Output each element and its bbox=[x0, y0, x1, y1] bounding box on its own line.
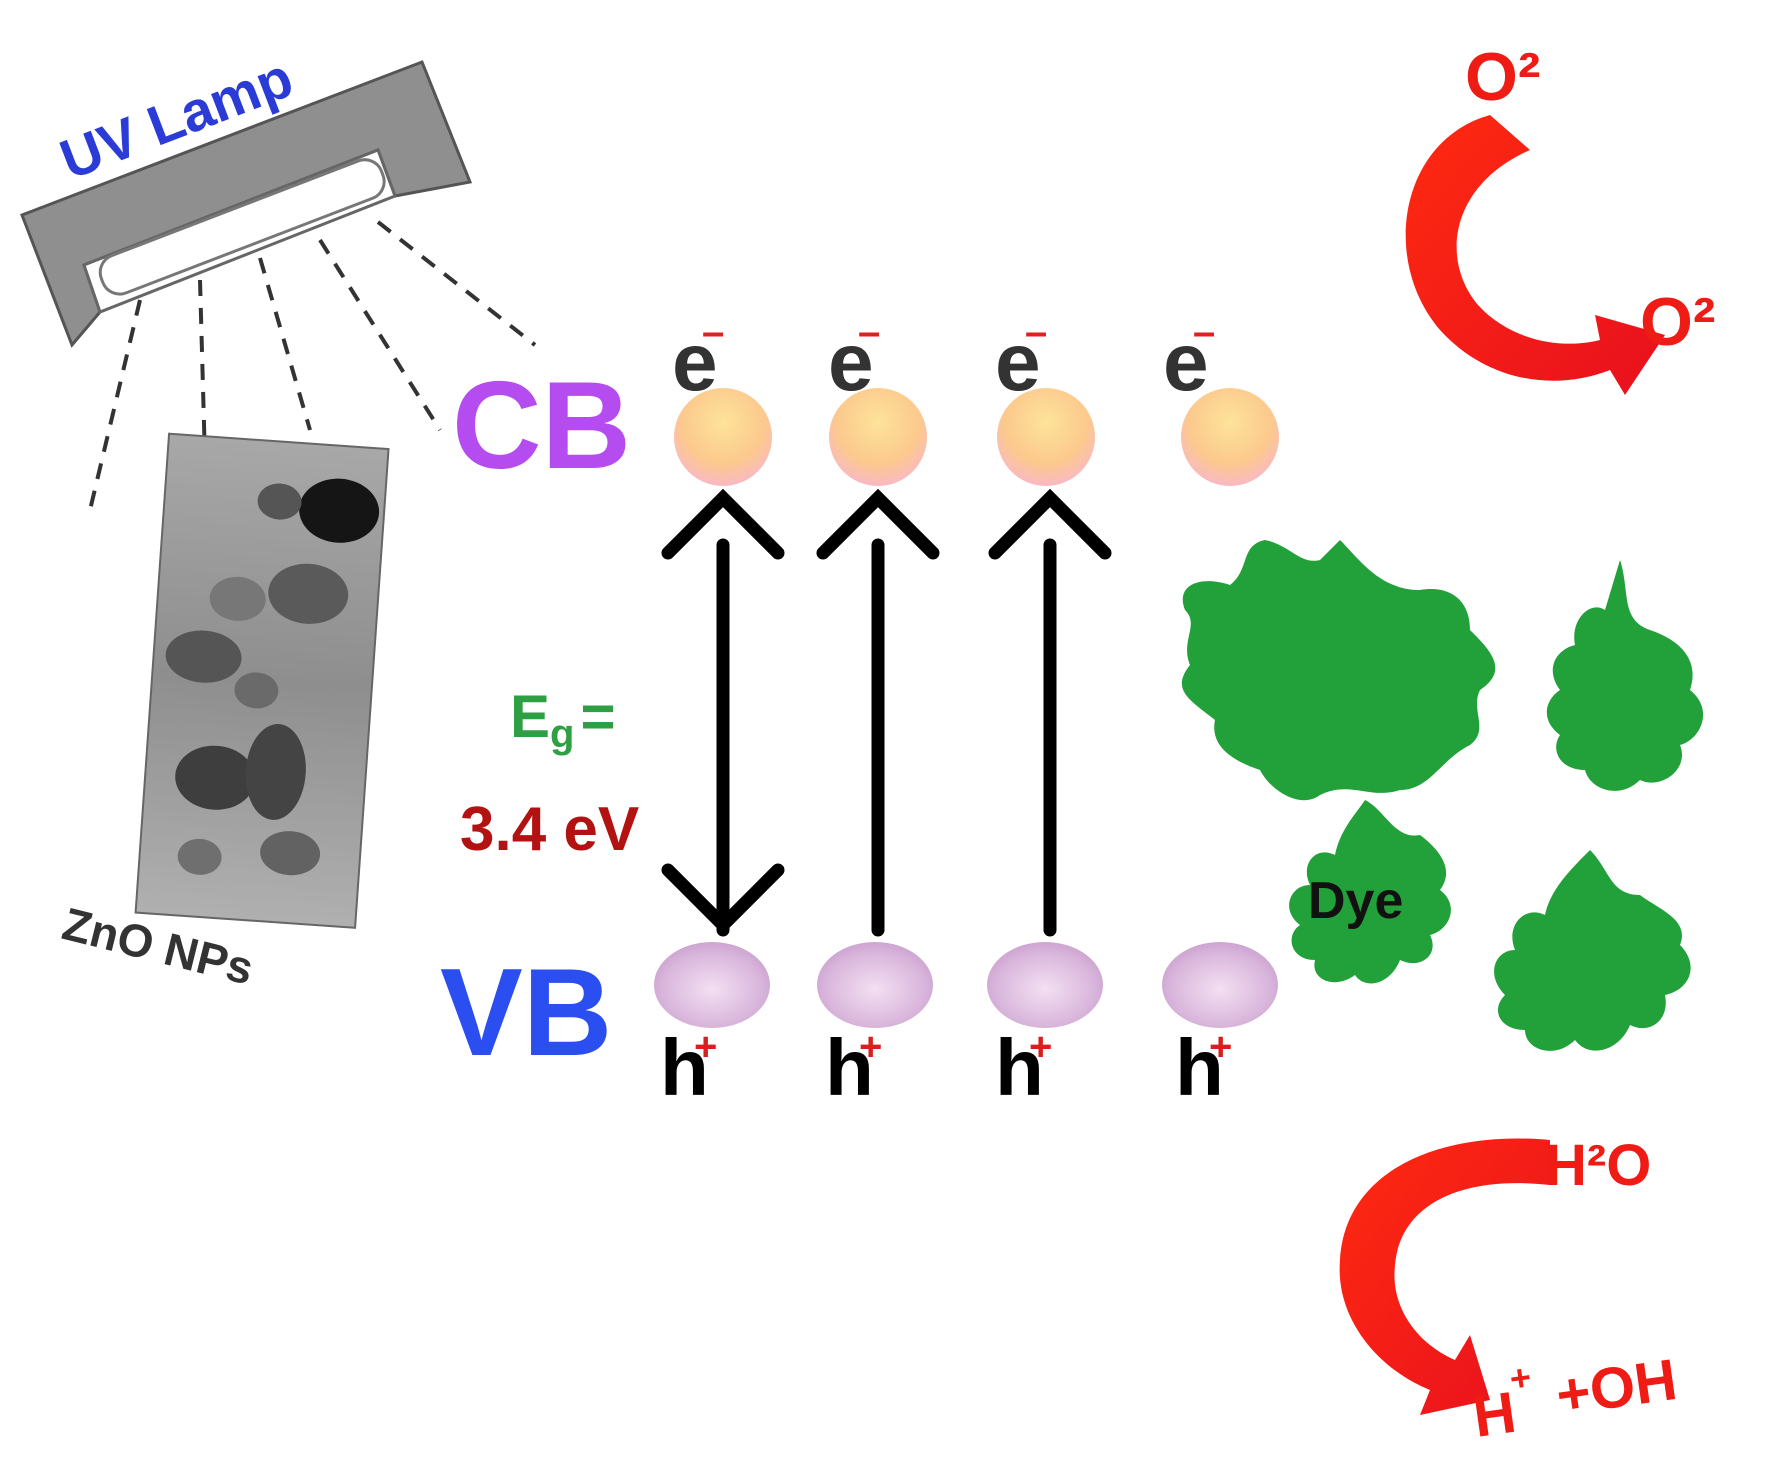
dye-blob-2 bbox=[1546, 560, 1704, 791]
bandgap-symbol: Eg= bbox=[510, 683, 616, 756]
electron-symbol: e bbox=[672, 317, 718, 408]
electron-2: e – bbox=[828, 310, 927, 486]
products-plus: + bbox=[1507, 1356, 1534, 1400]
lamp-tube bbox=[98, 158, 386, 296]
oxygen-reduction: O² O² bbox=[1405, 39, 1716, 395]
vb-label: VB bbox=[440, 944, 612, 1082]
dye-blob-4 bbox=[1494, 850, 1691, 1051]
electron-charge: – bbox=[1025, 310, 1047, 354]
hole-charge: + bbox=[1209, 1025, 1232, 1069]
hole-charge: + bbox=[694, 1025, 717, 1069]
dye-blob-3 bbox=[1289, 800, 1451, 984]
dye-molecules bbox=[1181, 540, 1704, 1051]
water-arrow bbox=[1339, 1138, 1550, 1415]
oxygen-in-label: O² bbox=[1465, 39, 1541, 115]
light-rays bbox=[88, 220, 537, 511]
hole-1: h + bbox=[654, 942, 770, 1112]
excitation-arrow-2 bbox=[816, 488, 940, 937]
electron-symbol: e bbox=[1163, 317, 1209, 408]
products-h: H bbox=[1469, 1380, 1520, 1450]
bandgap-value: 3.4 eV bbox=[460, 795, 639, 864]
electron-4: e – bbox=[1163, 310, 1279, 486]
electron-charge: – bbox=[1193, 310, 1215, 354]
cb-label: CB bbox=[452, 357, 631, 495]
water-label: H²O bbox=[1545, 1133, 1651, 1198]
excitation-arrows bbox=[661, 488, 1112, 937]
hole-symbol: h bbox=[825, 1023, 874, 1112]
bandgap-label: Eg= 3.4 eV bbox=[460, 683, 639, 864]
water-oxidation: H²O H + +OH bbox=[1339, 1133, 1681, 1450]
electron-3: e – bbox=[995, 310, 1095, 486]
electron-charge: – bbox=[858, 310, 880, 354]
products-oh: +OH bbox=[1552, 1347, 1681, 1428]
hole-symbol: h bbox=[995, 1023, 1044, 1112]
electron-symbol: e bbox=[828, 317, 874, 408]
electron-symbol: e bbox=[995, 317, 1041, 408]
oxygen-arrow bbox=[1405, 115, 1665, 395]
dye-label: Dye bbox=[1308, 872, 1403, 930]
oxygen-out-label: O² bbox=[1640, 284, 1716, 360]
electron-charge: – bbox=[702, 310, 724, 354]
tem-image bbox=[134, 432, 390, 929]
hole-charge: + bbox=[859, 1025, 882, 1069]
hole-symbol: h bbox=[660, 1023, 709, 1112]
electron-1: e – bbox=[672, 310, 772, 486]
hole-4: h + bbox=[1162, 942, 1278, 1112]
excitation-arrow-1 bbox=[661, 488, 785, 937]
water-products: H + +OH bbox=[1469, 1347, 1681, 1450]
hole-charge: + bbox=[1029, 1025, 1052, 1069]
hole-3: h + bbox=[987, 942, 1103, 1112]
hole-symbol: h bbox=[1175, 1023, 1224, 1112]
excitation-arrow-3 bbox=[988, 488, 1112, 937]
uv-lamp: UV Lamp bbox=[20, 45, 473, 348]
dye-blob-1 bbox=[1181, 540, 1496, 801]
hole-2: h + bbox=[817, 942, 933, 1112]
